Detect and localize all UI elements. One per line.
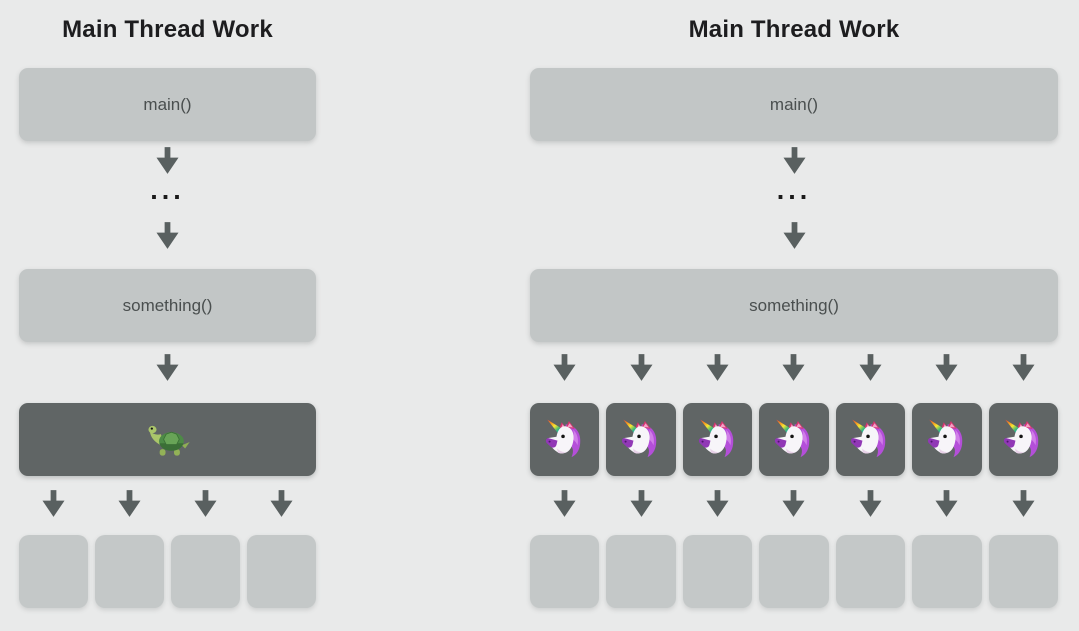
unicorn-icon: [1002, 419, 1044, 461]
down-arrow-icon: [171, 490, 240, 517]
something-function-label: something(): [749, 295, 839, 315]
task-row: [19, 403, 316, 476]
task-box: [759, 403, 829, 476]
task-box: [682, 403, 753, 476]
task-box: [530, 403, 600, 476]
panel-title: Main Thread Work: [62, 16, 273, 43]
main-function-label: main(): [143, 94, 192, 114]
unicorn-icon: [926, 419, 968, 461]
unicorn-icon: [773, 419, 815, 461]
down-arrow-icon: [606, 354, 675, 381]
down-arrow-icon: [19, 354, 316, 381]
result-slot: [19, 535, 88, 608]
arrows-into-tasks: [19, 354, 316, 381]
ellipsis-text: ...: [776, 175, 812, 205]
main-function-box: main(): [530, 68, 1058, 141]
result-slot: [912, 535, 982, 608]
result-slot: [95, 535, 164, 608]
result-slot: [606, 535, 676, 608]
down-arrow-icon: [530, 490, 599, 517]
result-slot: [171, 535, 240, 608]
down-arrow-icon: [912, 354, 981, 381]
down-arrow-icon: [836, 354, 905, 381]
result-slot: [530, 535, 600, 608]
ellipsis-text: ...: [150, 175, 185, 205]
down-arrow-icon: [759, 354, 828, 381]
result-slot: [682, 535, 753, 608]
task-row: [530, 403, 1058, 476]
arrows-out-of-tasks: [530, 490, 1058, 517]
down-arrow-icon: [989, 490, 1058, 517]
unicorn-icon: [544, 419, 586, 461]
unicorn-icon: [697, 419, 739, 461]
down-arrow-icon: [530, 354, 599, 381]
down-arrow-icon: [912, 490, 981, 517]
down-arrow-icon: [19, 147, 316, 174]
unicorn-icon: [620, 419, 662, 461]
down-arrow-icon: [759, 490, 828, 517]
task-box: [835, 403, 906, 476]
down-arrow-icon: [606, 490, 675, 517]
down-arrow-icon: [19, 490, 88, 517]
task-box: [912, 403, 982, 476]
down-arrow-icon: [95, 490, 164, 517]
down-arrow-icon: [683, 354, 752, 381]
something-function-label: something(): [122, 295, 213, 315]
result-slot: [759, 535, 829, 608]
result-slot-row: [530, 535, 1058, 608]
arrows-out-of-tasks: [19, 490, 316, 517]
something-function-box: something(): [530, 269, 1058, 342]
down-arrow-icon: [19, 222, 316, 249]
task-box: [19, 403, 316, 476]
turtle-icon: [144, 423, 191, 457]
down-arrow-icon: [989, 354, 1058, 381]
down-arrow-icon: [530, 147, 1058, 174]
task-box: [606, 403, 676, 476]
unicorn-icon: [849, 419, 891, 461]
down-arrow-icon: [247, 490, 316, 517]
task-box: [988, 403, 1058, 476]
panel-sequential: Main Thread Work main() ... something(): [19, 0, 316, 608]
down-arrow-icon: [530, 222, 1058, 249]
down-arrow-icon: [683, 490, 752, 517]
down-arrow-icon: [836, 490, 905, 517]
panel-title: Main Thread Work: [688, 16, 900, 43]
result-slot: [835, 535, 906, 608]
main-function-label: main(): [769, 94, 819, 114]
panel-parallel: Main Thread Work main() ... something(): [530, 0, 1058, 608]
result-slot: [988, 535, 1058, 608]
result-slot: [247, 535, 316, 608]
something-function-box: something(): [19, 269, 316, 342]
result-slot-row: [19, 535, 316, 608]
arrows-into-tasks: [530, 354, 1058, 381]
main-function-box: main(): [19, 68, 316, 141]
